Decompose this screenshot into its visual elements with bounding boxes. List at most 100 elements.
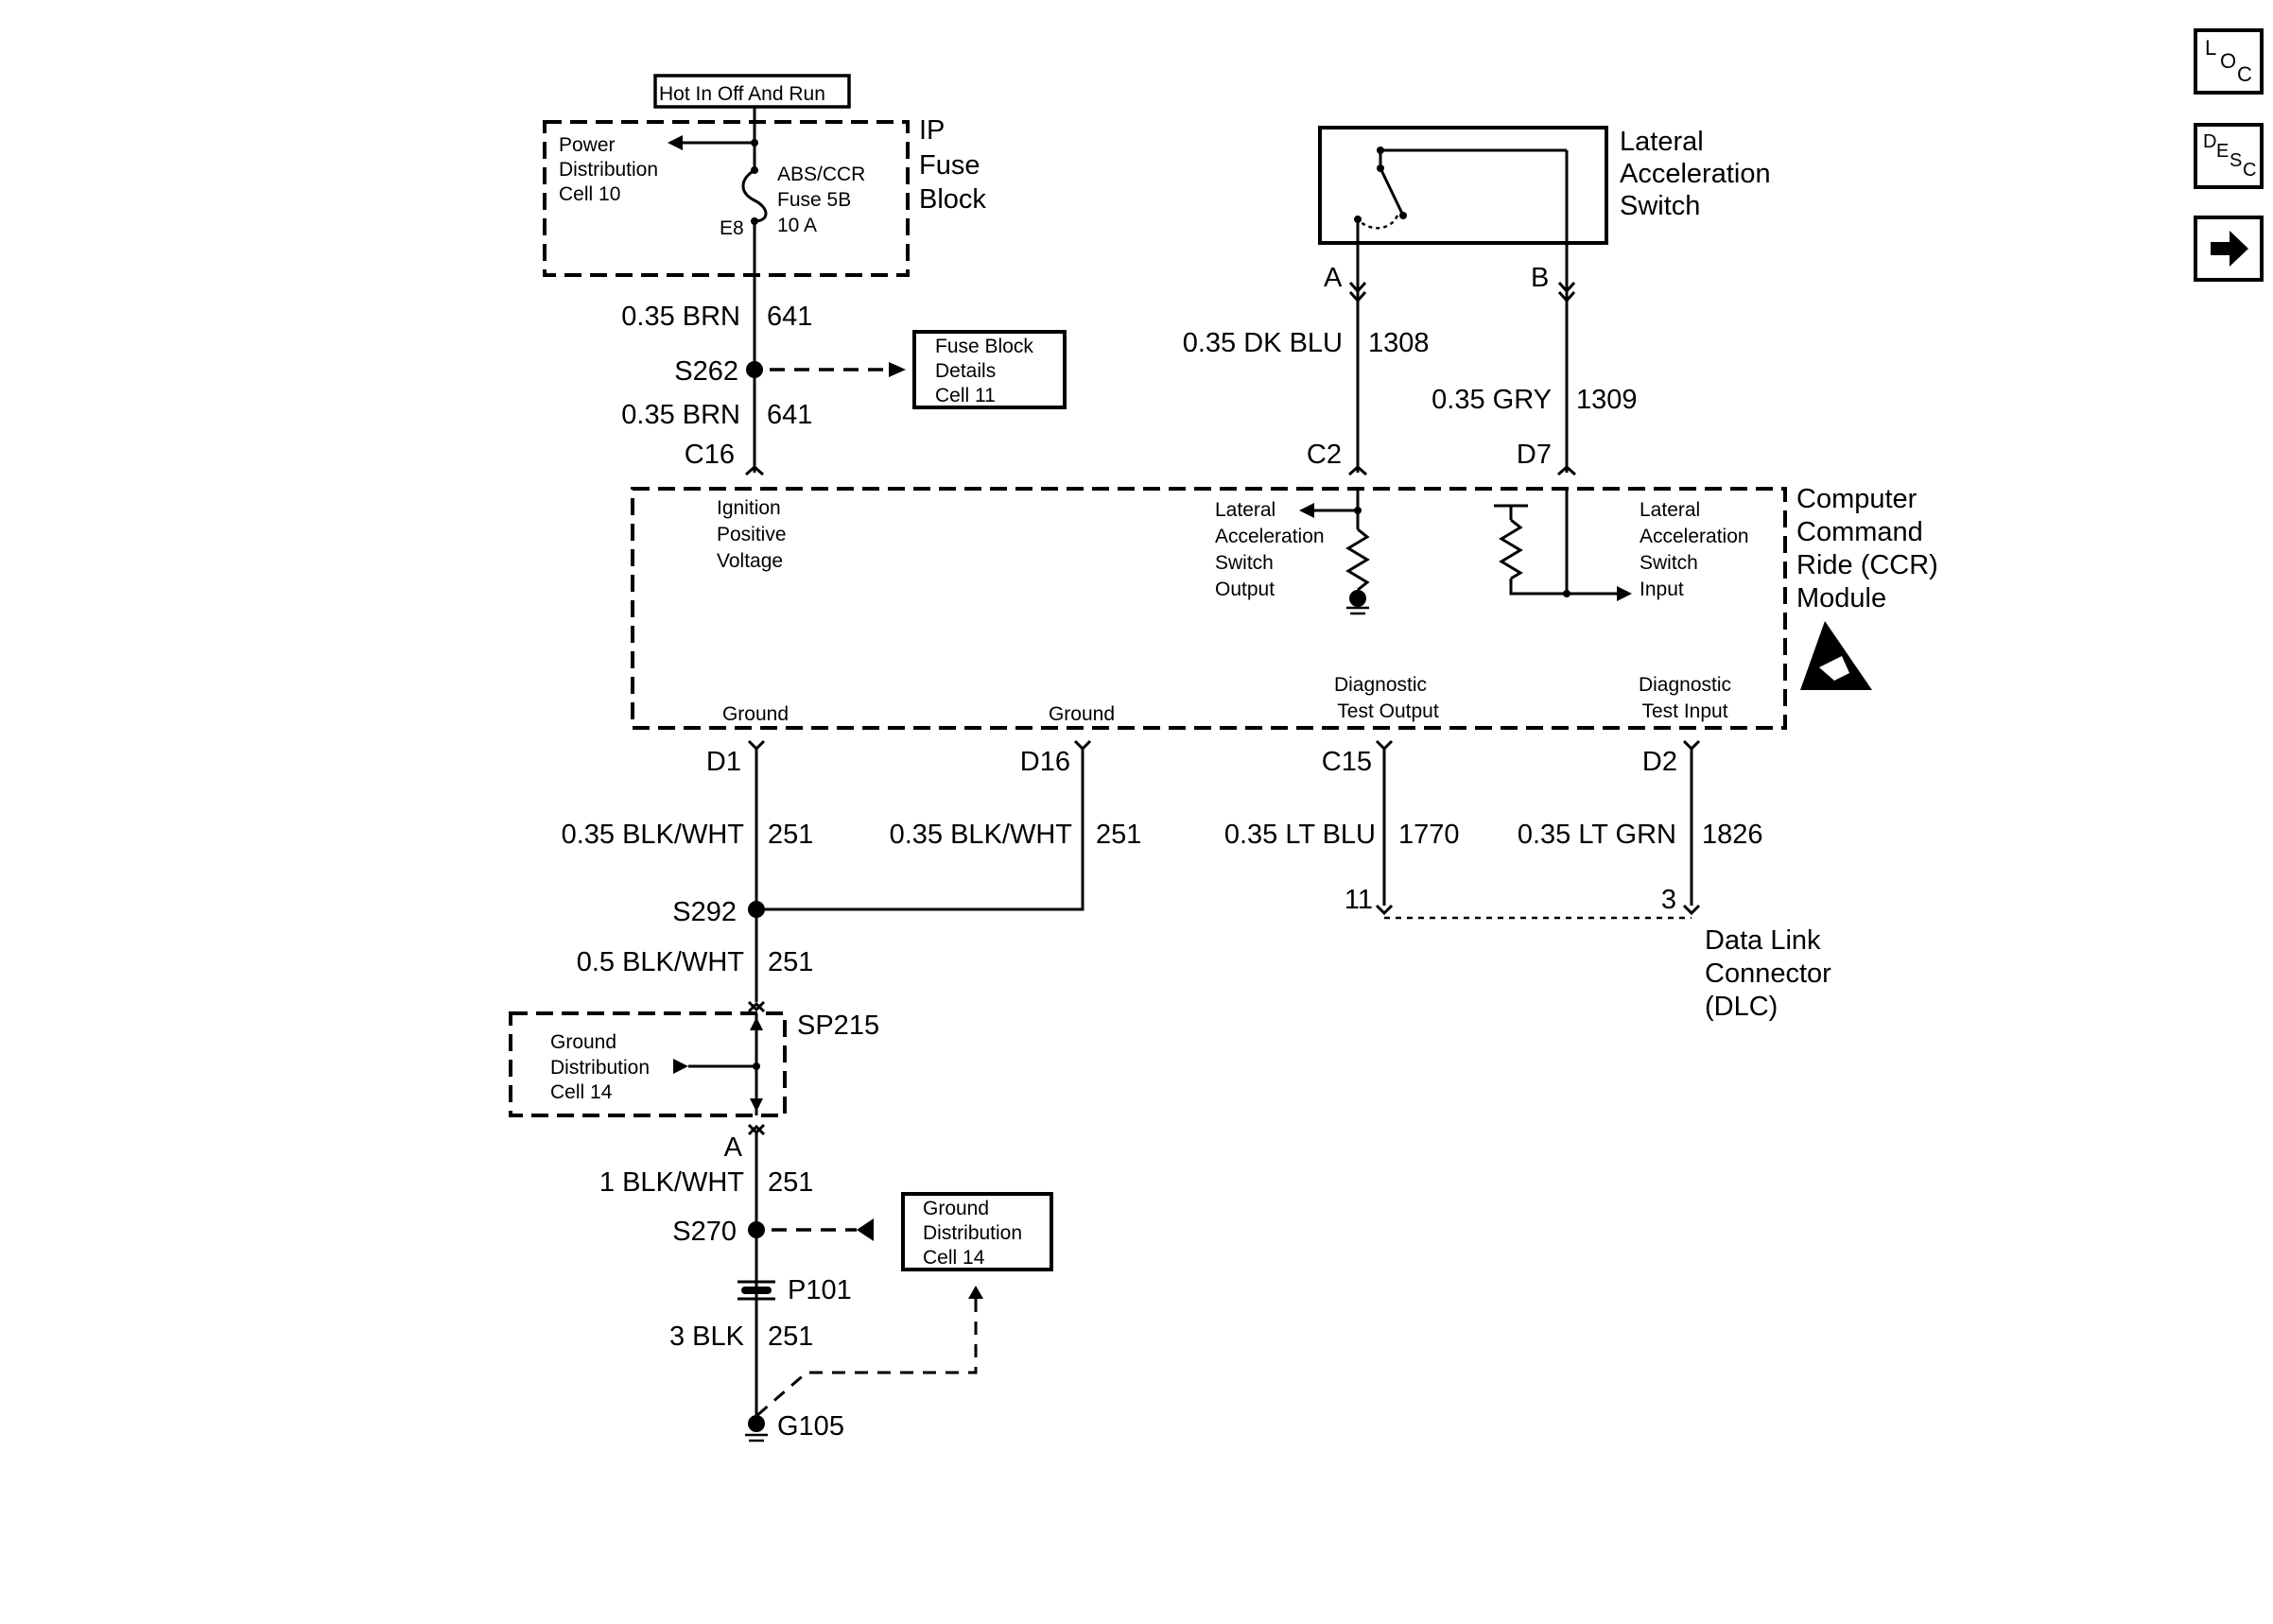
fuse-details-1: Fuse Block bbox=[935, 336, 1033, 357]
ignition-label-2: Positive bbox=[717, 524, 787, 545]
g105-label: G105 bbox=[777, 1411, 844, 1442]
d16-wire bbox=[756, 749, 1084, 911]
right-arrow-icon bbox=[2211, 231, 2248, 267]
ip-fuse-block-box bbox=[543, 120, 910, 277]
d7-pin bbox=[1557, 464, 1576, 476]
ground-dist-box-2: Distribution bbox=[550, 1057, 650, 1079]
fuse-details-3: Cell 11 bbox=[935, 385, 996, 406]
dlc-pin-11: 11 bbox=[1345, 885, 1373, 915]
fuse-label-2: Fuse 5B bbox=[777, 189, 851, 211]
fuse-node-top bbox=[751, 139, 758, 147]
ignition-label-3: Voltage bbox=[717, 550, 783, 572]
circuit-05-label: 251 bbox=[768, 947, 813, 977]
dlc-label-2: Connector bbox=[1705, 959, 1831, 989]
desc-letter-c: C bbox=[2243, 160, 2257, 181]
s270-ref-arrow bbox=[857, 1218, 874, 1241]
desc-letter-s: S bbox=[2230, 150, 2243, 171]
d2-wire-label: 0.35 LT GRN bbox=[1518, 820, 1676, 850]
desc-letter-e: E bbox=[2216, 141, 2230, 162]
power-dist-arrow bbox=[668, 135, 683, 150]
ccr-module-title-1: Computer bbox=[1796, 484, 1917, 514]
switch-pin-a: A bbox=[1324, 263, 1343, 293]
switch-output-circuit: 1308 bbox=[1368, 328, 1430, 358]
switch-output-wire: 0.35 DK BLU bbox=[1183, 328, 1343, 358]
switch-linkage bbox=[1357, 215, 1399, 230]
d1-circuit-label: 251 bbox=[768, 820, 813, 850]
switch-blade bbox=[1379, 167, 1405, 216]
fuse-symbol bbox=[741, 168, 768, 223]
g105-ground-icon bbox=[745, 1415, 768, 1443]
lateral-switch-box bbox=[1318, 126, 1608, 245]
ignition-circuit-lower: 641 bbox=[767, 400, 812, 430]
dlc-label-1: Data Link bbox=[1705, 925, 1821, 956]
diag-input-label-2: Test Input bbox=[1641, 700, 1727, 722]
wire-05-label: 0.5 BLK/WHT bbox=[577, 947, 745, 977]
next-button[interactable] bbox=[2194, 216, 2264, 282]
hot-label: Hot In Off And Run bbox=[659, 83, 825, 105]
output-ground-dot bbox=[1349, 590, 1366, 607]
power-dist-line-2: Distribution bbox=[559, 159, 658, 181]
output-resistor bbox=[1345, 527, 1370, 592]
connector-c15: C15 bbox=[1322, 747, 1372, 777]
ip-fuse-block-title-2: Fuse bbox=[919, 150, 980, 181]
splice-s292: S292 bbox=[672, 897, 737, 927]
ip-fuse-block-title-3: Block bbox=[919, 184, 986, 215]
splice-s270: S270 bbox=[672, 1217, 737, 1247]
dlc-pin-11-arrow bbox=[1375, 904, 1394, 916]
ground-ref-dash bbox=[755, 1299, 978, 1418]
d16-pin bbox=[1073, 739, 1092, 752]
connector-c16: C16 bbox=[685, 440, 735, 470]
power-dist-line-1: Power bbox=[559, 134, 616, 156]
ground-dist-box bbox=[509, 1011, 787, 1117]
connector-d1: D1 bbox=[706, 747, 741, 777]
input-label-4: Input bbox=[1640, 579, 1684, 600]
splice-s270-dot bbox=[748, 1221, 765, 1238]
d1-pin bbox=[747, 739, 766, 752]
output-label-3: Switch bbox=[1215, 552, 1274, 574]
ignition-wire-upper: 0.35 BRN bbox=[621, 302, 740, 332]
ccr-module-title-3: Ride (CCR) bbox=[1796, 550, 1938, 580]
esd-sensitive-icon bbox=[1800, 621, 1872, 690]
d1-wire-label: 0.35 BLK/WHT bbox=[562, 820, 745, 850]
ip-fuse-block-title-1: IP bbox=[919, 115, 945, 146]
lateral-switch-title-1: Lateral bbox=[1620, 127, 1704, 157]
sp215-down-arrow bbox=[750, 1098, 763, 1112]
sp215-top-pin bbox=[747, 1000, 766, 1013]
ccr-module-title-4: Module bbox=[1796, 583, 1886, 613]
d16-wire-label: 0.35 BLK/WHT bbox=[890, 820, 1073, 850]
input-label-1: Lateral bbox=[1640, 499, 1700, 521]
lateral-switch-title-2: Acceleration bbox=[1620, 159, 1771, 189]
sp215-up-arrow bbox=[750, 1017, 763, 1030]
output-tap-arrow bbox=[1299, 503, 1314, 518]
dlc-label-3: (DLC) bbox=[1705, 992, 1778, 1022]
ground-label-2: Ground bbox=[1049, 703, 1115, 725]
desc-button[interactable]: D E S C bbox=[2194, 123, 2264, 189]
d2-pin bbox=[1682, 739, 1701, 752]
fuse-label-1: ABS/CCR bbox=[777, 164, 865, 185]
c15-circuit-label: 1770 bbox=[1398, 820, 1460, 850]
c2-pin bbox=[1348, 464, 1367, 476]
loc-button[interactable]: L O C bbox=[2194, 28, 2264, 95]
input-label-3: Switch bbox=[1640, 552, 1698, 574]
dlc-pin-3: 3 bbox=[1661, 885, 1676, 915]
ground-dist-ref-3: Cell 14 bbox=[923, 1247, 985, 1269]
sp215-label: SP215 bbox=[797, 1011, 879, 1041]
splice-s262: S262 bbox=[674, 356, 738, 387]
ignition-label-1: Ignition bbox=[717, 497, 781, 519]
switch-pin-a-arrow bbox=[1348, 282, 1367, 303]
fuse-terminal-e8: E8 bbox=[720, 217, 744, 239]
connector-c2: C2 bbox=[1307, 440, 1342, 470]
splice-s262-dot bbox=[746, 361, 763, 378]
pin-a-label: A bbox=[724, 1132, 743, 1163]
s262-ref-arrow bbox=[889, 362, 906, 377]
hot-label-box bbox=[653, 74, 851, 109]
ground-dist-ref-2: Distribution bbox=[923, 1222, 1022, 1244]
c15-wire-label: 0.35 LT BLU bbox=[1224, 820, 1376, 850]
ground-label-1: Ground bbox=[722, 703, 789, 725]
ground-dist-box-1: Ground bbox=[550, 1031, 616, 1053]
diag-input-label-1: Diagnostic bbox=[1639, 674, 1731, 696]
ignition-wire-lower: 0.35 BRN bbox=[621, 400, 740, 430]
p101-label: P101 bbox=[788, 1275, 852, 1305]
desc-letter-d: D bbox=[2203, 131, 2217, 152]
fuse-details-box bbox=[912, 330, 1067, 409]
